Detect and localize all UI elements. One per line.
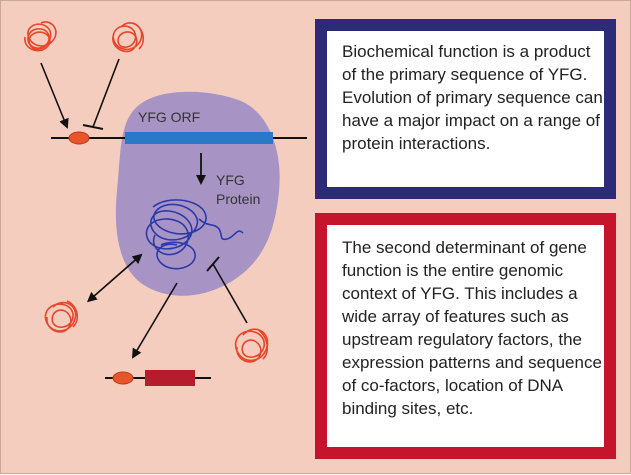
target-promoter — [112, 371, 134, 385]
primary-sequence-text: Biochemical function is a product of the… — [342, 42, 603, 153]
target-arrow — [131, 282, 178, 359]
genomic-context-box: The second determinant of gene function … — [315, 213, 616, 459]
primary-sequence-box: Biochemical function is a product of the… — [315, 19, 616, 199]
repressor-bar — [82, 124, 104, 130]
interaction-arrow — [86, 253, 143, 303]
cofactor-inhibition-line — [212, 263, 248, 324]
interacting-factor — [44, 300, 79, 333]
activator-arrow — [40, 62, 69, 129]
genomic-context-text: The second determinant of gene function … — [342, 238, 602, 418]
cofactor-scribble — [234, 328, 269, 363]
regulatory-factor-2 — [112, 22, 145, 53]
regulatory-factor-1 — [24, 21, 57, 52]
orf-bar — [125, 132, 273, 144]
promoter-element — [68, 131, 90, 145]
orf-label: YFG ORF — [138, 109, 200, 125]
protein-label-line1: YFG — [216, 172, 245, 188]
target-gene-bar — [145, 370, 195, 386]
protein-scribble — [145, 199, 244, 270]
repressor-line — [92, 58, 120, 128]
protein-label-line2: Protein — [216, 191, 260, 207]
